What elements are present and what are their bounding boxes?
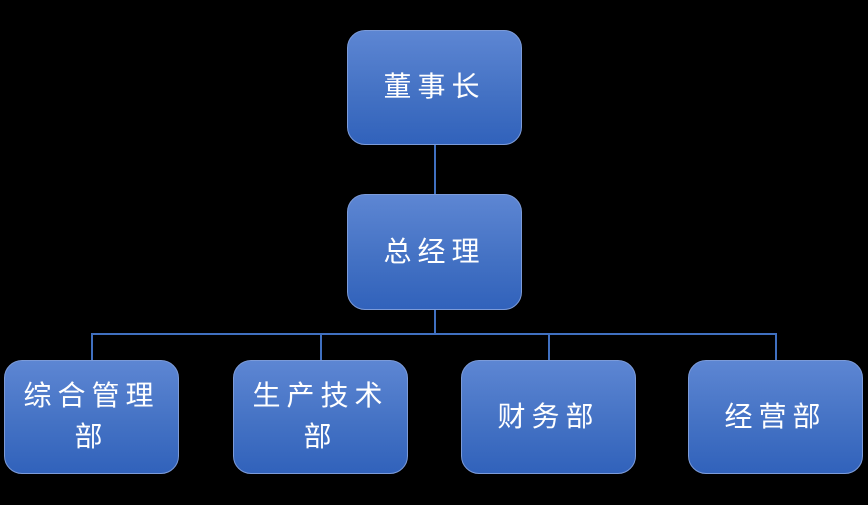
org-node-label: 财务部 xyxy=(497,400,600,432)
connector-horizontal-bus xyxy=(91,333,777,335)
org-node-dept-finance: 财务部 xyxy=(461,360,636,474)
org-node-dept-operations: 经营部 xyxy=(688,360,863,474)
org-node-label: 经营部 xyxy=(724,400,827,432)
org-node-dept-general-admin: 综合管理部 xyxy=(4,360,179,474)
org-node-label: 生产技术部 xyxy=(252,380,389,452)
connector-bus-to-production-tech xyxy=(320,333,322,360)
org-node-chairman: 董事长 xyxy=(347,30,522,145)
connector-bus-to-general-admin xyxy=(91,333,93,360)
org-node-label: 综合管理部 xyxy=(23,380,160,452)
connector-bus-to-operations xyxy=(775,333,777,360)
connector-gm-to-bus xyxy=(434,310,436,334)
org-node-dept-production-tech: 生产技术部 xyxy=(233,360,408,474)
org-node-label: 董事长 xyxy=(383,71,486,103)
org-node-general-manager: 总经理 xyxy=(347,194,522,310)
connector-chairman-to-gm xyxy=(434,145,436,194)
org-node-label: 总经理 xyxy=(383,235,486,267)
connector-bus-to-finance xyxy=(548,333,550,360)
